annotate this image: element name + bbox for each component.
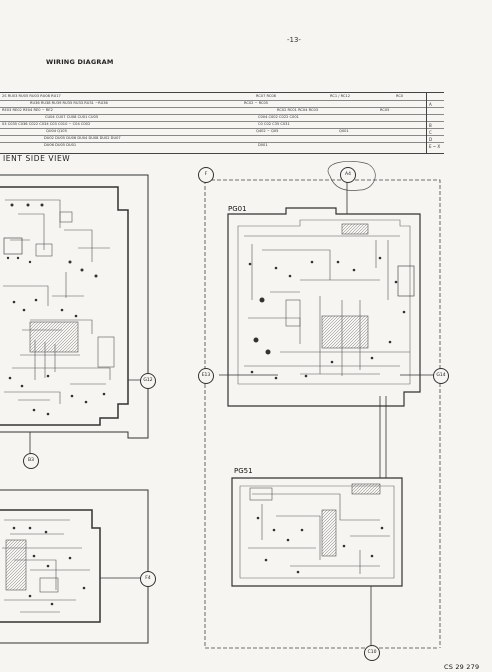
left-lower-traces [2,519,90,613]
pg51-board [231,477,403,587]
left-lower-pads [12,526,86,606]
row-left-text: 2S RU03 RU05 RU03 RU08 RU17 [2,94,61,98]
row-right-text: Q001 [339,129,349,133]
grid-letter: B [429,123,432,128]
row-middle-text: RC07 RC08 [256,94,276,98]
page-number: -13- [287,36,301,44]
table-row: RU36 RU38 RU39 RU35 RU33 RU31 ~RU36 RC02… [0,100,444,108]
connector-b3: B3 [23,453,39,469]
reference-table: 2S RU03 RU05 RU03 RU08 RU17 RC07 RC08 RC… [0,92,444,154]
harness-wires [29,180,440,652]
left-upper-pads [6,203,106,416]
connector-e13: E13 [198,368,214,384]
pg01-board [227,207,421,407]
left-upper-traces [3,199,115,404]
document-code: CS 29 279 [444,663,480,671]
highlight-loop [327,160,376,191]
connector-c10: C10 [364,645,380,661]
connector-f: F [198,167,214,183]
row-left-text: RU36 RU38 RU39 RU35 RU33 RU31 ~RU36 [30,101,108,105]
row-middle-text: RC02 ~ RC05 [244,101,269,105]
table-row: CU04 CU07 CU08 CU01 CU05 C004 C002 C022 … [0,114,444,122]
row-middle-text: D001 [258,143,268,147]
table-row: RE03 RE02 RE04 RE0 ~ RE2 RC02 RC01 RC04 … [0,107,444,115]
pg51-label: PG51 [234,467,253,475]
page-title: WIRING DIAGRAM [46,58,114,66]
section-label: IENT SIDE VIEW [3,154,71,163]
row-middle-text: C004 C002 C022 C001 [258,115,299,119]
table-row: 2S RU03 RU05 RU03 RU08 RU17 RC07 RC08 RC… [0,93,444,101]
table-row: DU02 DU05 DU06 DU04 DU08 DU02 DU07 [0,135,444,143]
pg01-pads [248,256,406,380]
table-row: 03 C035 C036 C022 C034 C03 C010 ~ C04 C0… [0,121,444,129]
row-left-text: DU02 DU05 DU06 DU04 DU08 DU02 DU07 [44,136,121,140]
table-row: QU04 Q105 Q402 ~ Q05 Q001 [0,128,444,136]
grid-letter: D [429,137,433,142]
row-left-text: DU06 DU05 DU01 [44,143,77,147]
row-left-text: 03 C035 C036 C022 C034 C03 C010 ~ C04 C0… [2,122,91,126]
row-left-text: RE03 RE02 RE04 RE0 ~ RE2 [2,108,53,112]
pg51-pads [256,516,384,574]
connector-a4: A4 [340,167,356,183]
row-middle-text: RC02 RC01 RC04 RC03 [277,108,319,112]
row-right-text: RC1 / RC12 [330,94,351,98]
connector-f4: F4 [140,571,156,587]
row-middle-text: C0 C02 C35 C031 [258,122,290,126]
left-upper-board [0,174,149,439]
pg01-label: PG01 [228,205,247,213]
row-right-text: RC05 [380,108,390,112]
connector-g12: G12 [140,373,156,389]
right-frame [204,179,441,649]
pg01-traces [244,223,415,376]
grid-column [426,93,445,153]
grid-letter: C [429,130,432,135]
table-row: DU06 DU05 DU01 D001 [0,142,444,149]
row-right-text: RC0 [396,94,404,98]
connector-g14: G14 [433,368,449,384]
left-lower-board [0,489,149,644]
row-left-text: CU04 CU07 CU08 CU01 CU05 [45,115,99,119]
row-middle-text: Q402 ~ Q05 [256,129,279,133]
pg51-traces [248,483,390,574]
grid-letter: E ~ X [429,144,441,149]
row-left-text: QU04 Q105 [46,129,67,133]
grid-letter: A [429,102,432,107]
